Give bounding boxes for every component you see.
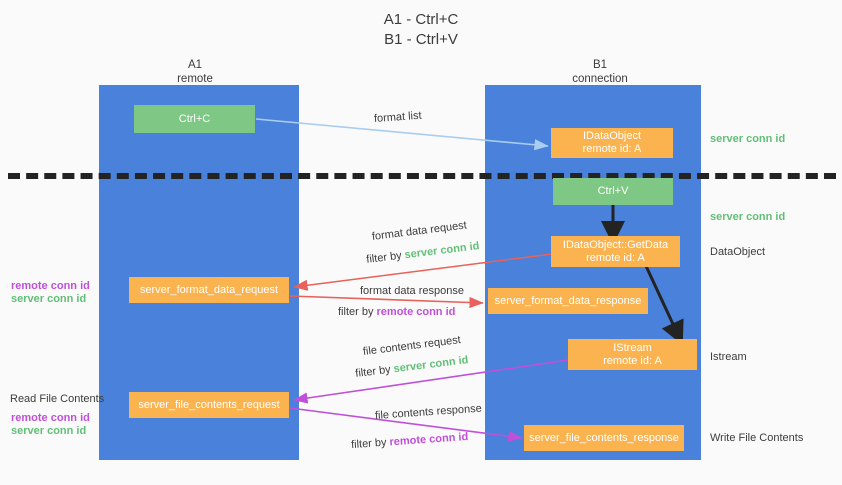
filter-by-text-1: filter by (365, 249, 406, 266)
left-label-server-conn-id-2: server conn id (11, 425, 87, 437)
left-label-remote-conn-id-1: remote conn id (11, 280, 90, 292)
box-getdata-line2: remote id: A (586, 251, 645, 264)
filter-by-text-2: filter by (338, 306, 377, 318)
label-filter-by-remote-conn-id-1: filter by remote conn id (338, 305, 455, 319)
right-label-istream: Istream (710, 351, 747, 363)
right-label-server-conn-id-1: server conn id (710, 133, 786, 145)
box-idataobject[interactable]: IDataObject remote id: A (551, 128, 673, 158)
box-istream-line1: IStream (613, 341, 652, 354)
title-line-1: A1 - Ctrl+C (383, 11, 459, 28)
box-idataobject-getdata[interactable]: IDataObject::GetData remote id: A (551, 236, 680, 267)
right-label-dataobject: DataObject (710, 246, 766, 258)
box-ctrl-c-label: Ctrl+C (178, 112, 211, 125)
box-server-format-data-request-label: server_format_data_request (139, 283, 279, 296)
page-title: A1 - Ctrl+C B1 - Ctrl+V (0, 10, 842, 50)
label-format-data-request: format data request (371, 219, 468, 243)
lane-header-a1-line2: remote (177, 73, 213, 85)
box-ctrl-c[interactable]: Ctrl+C (134, 105, 255, 133)
lane-header-b1-line2: connection (572, 73, 628, 85)
server-conn-id-emph-2: server conn id (392, 354, 470, 376)
lane-header-a1-line1: A1 (187, 59, 203, 71)
right-label-write-file-contents: Write File Contents (710, 432, 804, 444)
label-file-contents-response: file contents response (374, 402, 483, 422)
remote-conn-id-emph-1: remote conn id (376, 306, 456, 318)
right-label-server-conn-id-2: server conn id (710, 211, 786, 223)
box-ctrl-v-label: Ctrl+V (597, 185, 629, 197)
remote-conn-id-emph-2: remote conn id (389, 430, 469, 449)
label-format-list: format list (373, 109, 422, 125)
label-filter-by-server-conn-id-1: filter by server conn id (366, 239, 481, 267)
box-server-format-data-response-label: server_format_data_response (494, 294, 642, 307)
lane-header-b1: B1 connection (525, 58, 675, 86)
box-server-format-data-request[interactable]: server_format_data_request (129, 277, 289, 303)
label-format-data-response: format data response (360, 285, 464, 297)
box-server-file-contents-response-label: server_file_contents_response (529, 431, 679, 444)
box-server-file-contents-response[interactable]: server_file_contents_response (524, 425, 684, 451)
left-label-remote-conn-id-2: remote conn id (11, 412, 90, 424)
filter-by-text-3: filter by (354, 363, 395, 380)
left-label-server-conn-id-1: server conn id (11, 293, 87, 305)
lane-header-b1-line1: B1 (592, 59, 608, 71)
left-label-read-file-contents: Read File Contents (10, 393, 105, 405)
box-ctrl-v[interactable]: Ctrl+V (553, 178, 673, 205)
box-getdata-line1: IDataObject::GetData (562, 238, 669, 251)
box-server-file-contents-request-label: server_file_contents_request (138, 398, 280, 411)
box-idataobject-line1: IDataObject (582, 130, 642, 142)
server-conn-id-emph-1: server conn id (403, 240, 481, 262)
phase-divider (8, 173, 836, 179)
title-line-2: B1 - Ctrl+V (384, 31, 458, 48)
box-server-format-data-response[interactable]: server_format_data_response (488, 288, 648, 314)
label-filter-by-remote-conn-id-2: filter by remote conn id (351, 430, 469, 452)
filter-by-text-4: filter by (350, 436, 390, 452)
box-istream[interactable]: IStream remote id: A (568, 339, 697, 370)
box-server-file-contents-request[interactable]: server_file_contents_request (129, 392, 289, 418)
box-istream-line2: remote id: A (603, 354, 662, 367)
box-idataobject-line2: remote id: A (582, 143, 642, 155)
lane-header-a1: A1 remote (120, 58, 270, 86)
